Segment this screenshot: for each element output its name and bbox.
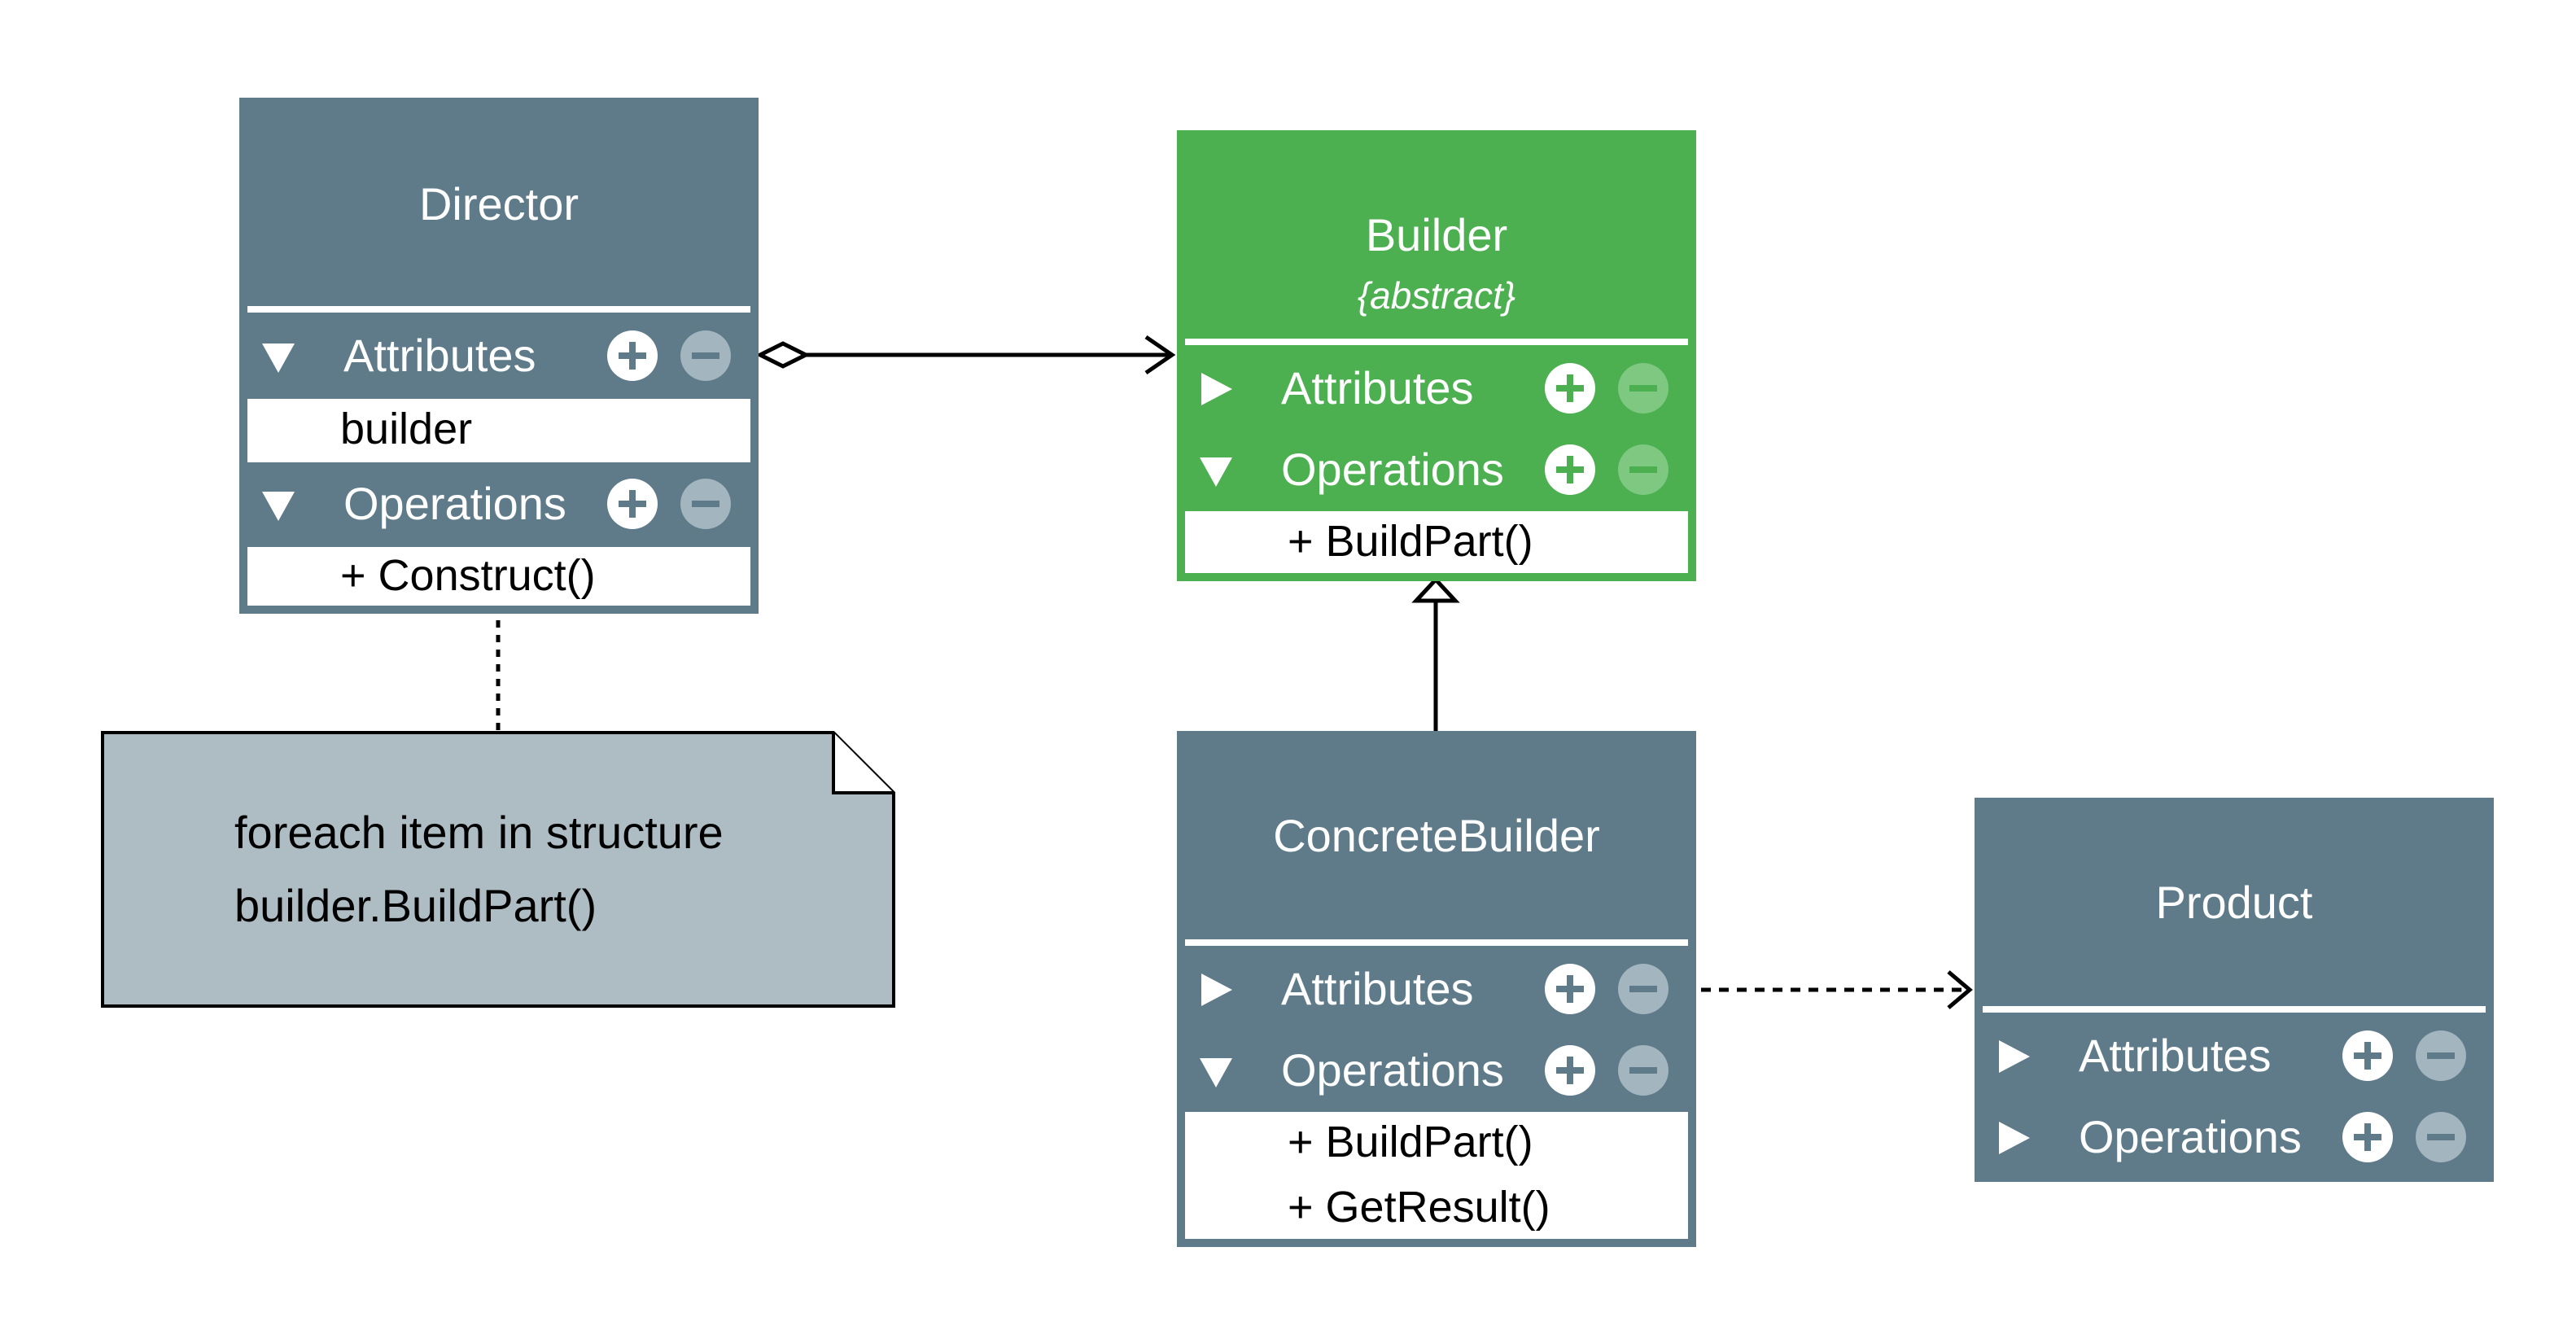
operation-item[interactable]: + GetResult() bbox=[1288, 1183, 1550, 1232]
operations-section-header[interactable]: Operations bbox=[1177, 433, 1696, 506]
aggregation-connector[interactable] bbox=[755, 335, 1176, 375]
section-label: Attributes bbox=[1281, 362, 1474, 414]
operations-list: + BuildPart() bbox=[1185, 511, 1688, 573]
plus-circle-icon[interactable] bbox=[2341, 1029, 2394, 1083]
class-director-fill bbox=[239, 98, 759, 614]
triangle-down-icon[interactable] bbox=[1196, 1052, 1236, 1091]
divider bbox=[1185, 339, 1688, 345]
section-label: Attributes bbox=[2079, 1030, 2272, 1081]
section-label: Operations bbox=[343, 478, 566, 529]
operations-list: + BuildPart() + GetResult() bbox=[1185, 1112, 1688, 1239]
generalization-connector[interactable] bbox=[1411, 576, 1460, 731]
minus-circle-icon[interactable] bbox=[1616, 443, 1670, 497]
triangle-down-icon[interactable] bbox=[259, 485, 298, 524]
class-stereotype: {abstract} bbox=[1357, 274, 1516, 317]
triangle-down-icon[interactable] bbox=[259, 337, 298, 376]
divider bbox=[247, 306, 750, 313]
divider bbox=[1185, 939, 1688, 946]
attributes-section-header[interactable]: Attributes bbox=[239, 319, 759, 392]
attribute-item[interactable]: builder bbox=[340, 405, 473, 453]
minus-circle-icon[interactable] bbox=[1616, 1044, 1670, 1097]
plus-circle-icon[interactable] bbox=[2341, 1110, 2394, 1164]
attributes-list: builder bbox=[247, 399, 750, 462]
note-shape bbox=[101, 731, 895, 1008]
section-label: Operations bbox=[2079, 1111, 2302, 1162]
arrowhead-icon bbox=[1144, 335, 1176, 375]
section-label: Attributes bbox=[1281, 963, 1474, 1014]
operation-item[interactable]: + BuildPart() bbox=[1288, 1118, 1533, 1166]
triangle-right-icon[interactable] bbox=[1196, 970, 1236, 1009]
minus-circle-icon[interactable] bbox=[679, 477, 733, 531]
operations-section-header[interactable]: Operations bbox=[1177, 1034, 1696, 1107]
plus-circle-icon[interactable] bbox=[606, 329, 659, 383]
triangle-right-icon[interactable] bbox=[1994, 1037, 2033, 1076]
attributes-section-header[interactable]: Attributes bbox=[1177, 952, 1696, 1026]
operations-section-header[interactable]: Operations bbox=[1975, 1101, 2494, 1174]
minus-circle-icon[interactable] bbox=[1616, 962, 1670, 1016]
attributes-section-header[interactable]: Attributes bbox=[1177, 352, 1696, 425]
divider bbox=[1983, 1006, 2486, 1013]
minus-circle-icon[interactable] bbox=[2414, 1110, 2468, 1164]
minus-circle-icon[interactable] bbox=[679, 329, 733, 383]
note-line: foreach item in structure bbox=[234, 807, 724, 858]
plus-circle-icon[interactable] bbox=[606, 477, 659, 531]
operations-list: + Construct() bbox=[247, 547, 750, 606]
note-fold-icon bbox=[832, 733, 894, 794]
operation-item[interactable]: + Construct() bbox=[340, 551, 596, 600]
minus-circle-icon[interactable] bbox=[2414, 1029, 2468, 1083]
plus-circle-icon[interactable] bbox=[1543, 1044, 1597, 1097]
class-builder-fill bbox=[1177, 130, 1696, 581]
class-director[interactable]: Director Attributes builder Operations +… bbox=[239, 98, 759, 614]
attributes-section-header[interactable]: Attributes bbox=[1975, 1019, 2494, 1092]
class-name: Product bbox=[2155, 877, 2313, 928]
class-name: Builder bbox=[1365, 209, 1508, 260]
section-label: Attributes bbox=[343, 330, 536, 381]
operation-item[interactable]: + BuildPart() bbox=[1288, 517, 1533, 566]
plus-circle-icon[interactable] bbox=[1543, 443, 1597, 497]
triangle-down-icon[interactable] bbox=[1196, 451, 1236, 490]
minus-circle-icon[interactable] bbox=[1616, 361, 1670, 415]
section-label: Operations bbox=[1281, 1044, 1504, 1096]
plus-circle-icon[interactable] bbox=[1543, 962, 1597, 1016]
triangle-right-icon[interactable] bbox=[1196, 370, 1236, 409]
triangle-right-icon[interactable] bbox=[1994, 1118, 2033, 1157]
class-name: ConcreteBuilder bbox=[1273, 810, 1600, 861]
dependency-connector[interactable] bbox=[1701, 970, 1973, 1009]
note[interactable]: foreach item in structure builder.BuildP… bbox=[101, 731, 895, 1008]
class-product[interactable]: Product Attributes Operations bbox=[1975, 798, 2494, 1182]
class-builder[interactable]: Builder {abstract} Attributes Operations… bbox=[1177, 130, 1696, 581]
section-label: Operations bbox=[1281, 444, 1504, 495]
arrowhead-icon bbox=[1947, 970, 1973, 1009]
note-line: builder.BuildPart() bbox=[234, 880, 597, 931]
aggregation-diamond-icon bbox=[755, 341, 811, 369]
class-name: Director bbox=[418, 178, 579, 230]
class-product-fill bbox=[1975, 798, 2494, 1182]
operations-section-header[interactable]: Operations bbox=[239, 467, 759, 540]
class-concrete-builder[interactable]: ConcreteBuilder Attributes Operations + … bbox=[1177, 731, 1696, 1247]
inheritance-triangle-icon bbox=[1411, 576, 1460, 603]
plus-circle-icon[interactable] bbox=[1543, 361, 1597, 415]
